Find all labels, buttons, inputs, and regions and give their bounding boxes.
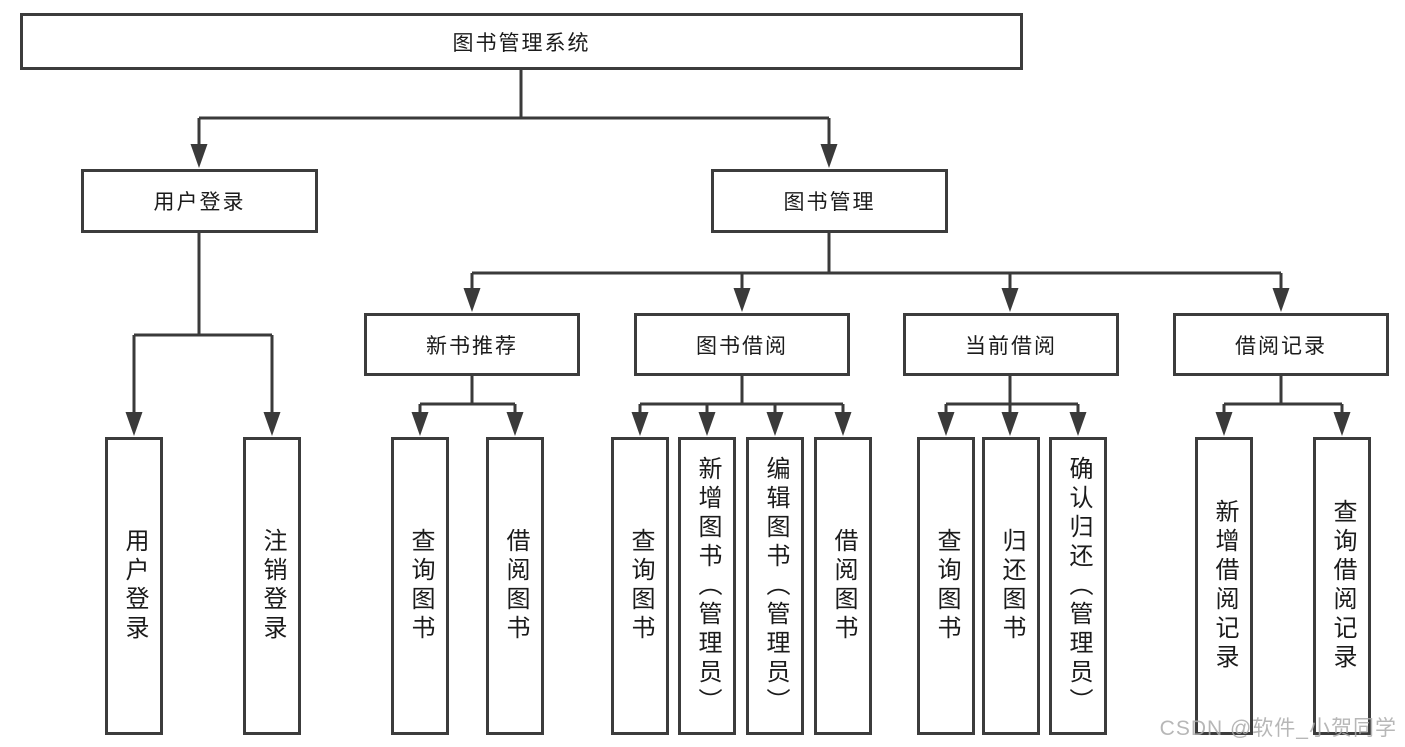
node-label: 新增借阅记录: [1211, 499, 1238, 673]
leaf-query-books: 查询图书: [917, 437, 975, 735]
node-label: 确认归还（管理员）: [1065, 455, 1092, 717]
leaf-add-books-admin: 新增图书（管理员）: [678, 437, 736, 735]
node-label: 借阅记录: [1235, 334, 1327, 358]
node-label: 查询图书: [407, 528, 434, 644]
leaf-query-books: 查询图书: [611, 437, 669, 735]
leaf-return-books: 归还图书: [982, 437, 1040, 735]
node-label: 查询图书: [933, 528, 960, 644]
node-label: 用户登录: [121, 528, 148, 644]
node-label: 编辑图书（管理员）: [762, 455, 789, 717]
leaf-query-borrow-record: 查询借阅记录: [1313, 437, 1371, 735]
leaf-edit-books-admin: 编辑图书（管理员）: [746, 437, 804, 735]
node-label: 借阅图书: [502, 528, 529, 644]
node-library-system: 图书管理系统: [20, 13, 1023, 70]
node-book-management-branch: 图书管理: [711, 169, 948, 233]
leaf-borrow-books: 借阅图书: [814, 437, 872, 735]
node-label: 图书管理系统: [452, 31, 591, 55]
leaf-user-login: 用户登录: [105, 437, 163, 735]
node-label: 新书推荐: [426, 334, 518, 358]
node-label: 当前借阅: [965, 334, 1057, 358]
node-label: 用户登录: [153, 191, 246, 214]
node-label: 图书管理: [783, 191, 876, 214]
node-label: 注销登录: [259, 528, 286, 644]
node-label: 新增图书（管理员）: [694, 455, 721, 717]
leaf-confirm-return-admin: 确认归还（管理员）: [1049, 437, 1107, 735]
node-label: 归还图书: [998, 528, 1025, 644]
node-new-book-recommend: 新书推荐: [364, 313, 580, 376]
node-label: 图书借阅: [696, 334, 788, 358]
leaf-query-books: 查询图书: [391, 437, 449, 735]
leaf-borrow-books: 借阅图书: [486, 437, 544, 735]
node-borrow-records: 借阅记录: [1173, 313, 1389, 376]
csdn-watermark: CSDN @软件_小贺同学: [1159, 717, 1397, 740]
node-label: 查询图书: [627, 528, 654, 644]
node-label: 借阅图书: [830, 528, 857, 644]
leaf-add-borrow-record: 新增借阅记录: [1195, 437, 1253, 735]
node-book-borrowing: 图书借阅: [634, 313, 850, 376]
leaf-logout: 注销登录: [243, 437, 301, 735]
node-user-login-branch: 用户登录: [81, 169, 318, 233]
arrowheads: [125, 144, 1351, 436]
node-current-borrowing: 当前借阅: [903, 313, 1119, 376]
node-label: 查询借阅记录: [1329, 499, 1356, 673]
